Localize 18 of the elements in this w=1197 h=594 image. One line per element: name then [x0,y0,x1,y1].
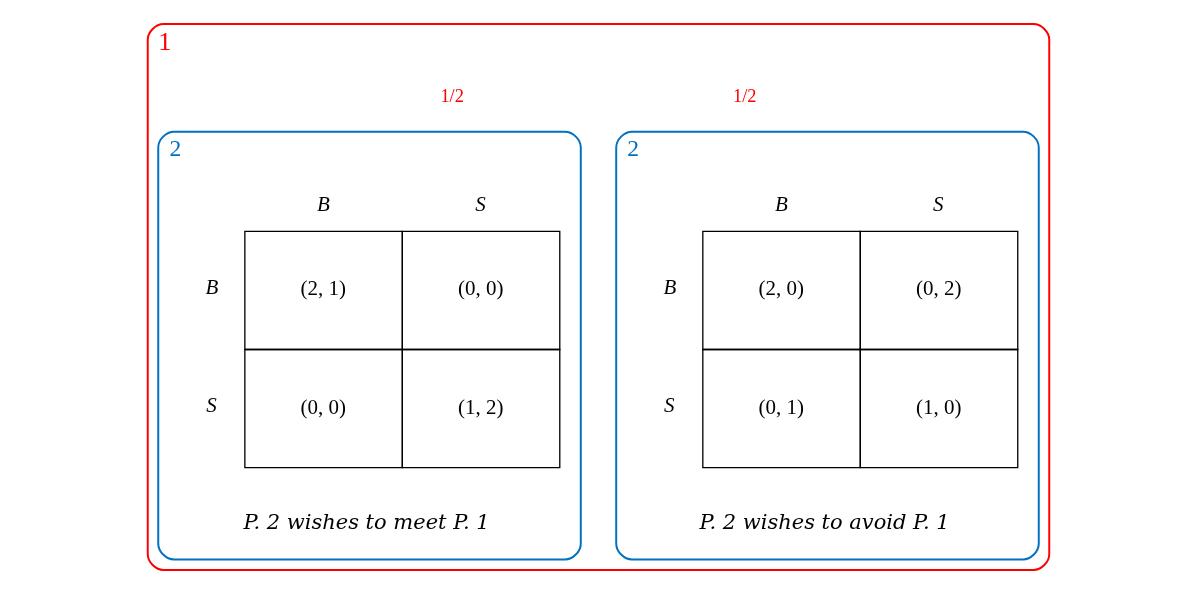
label: (1, 2) [458,394,504,419]
label: S [933,192,944,217]
label: S [664,393,675,418]
label: S [475,192,486,217]
label: S [206,393,217,418]
label: (0, 1) [758,394,805,419]
label: B [663,275,677,300]
label: (0, 0) [458,276,504,301]
label: (2, 1) [300,276,347,301]
label: B [205,275,219,300]
label: (2, 0) [758,276,805,301]
label: 1/2 [440,86,464,107]
label: B [775,192,788,217]
label: B [317,192,330,217]
label: (0, 0) [300,394,347,419]
label: (1, 0) [916,394,962,419]
label: (0, 2) [916,276,962,301]
label: 1/2 [733,86,757,107]
